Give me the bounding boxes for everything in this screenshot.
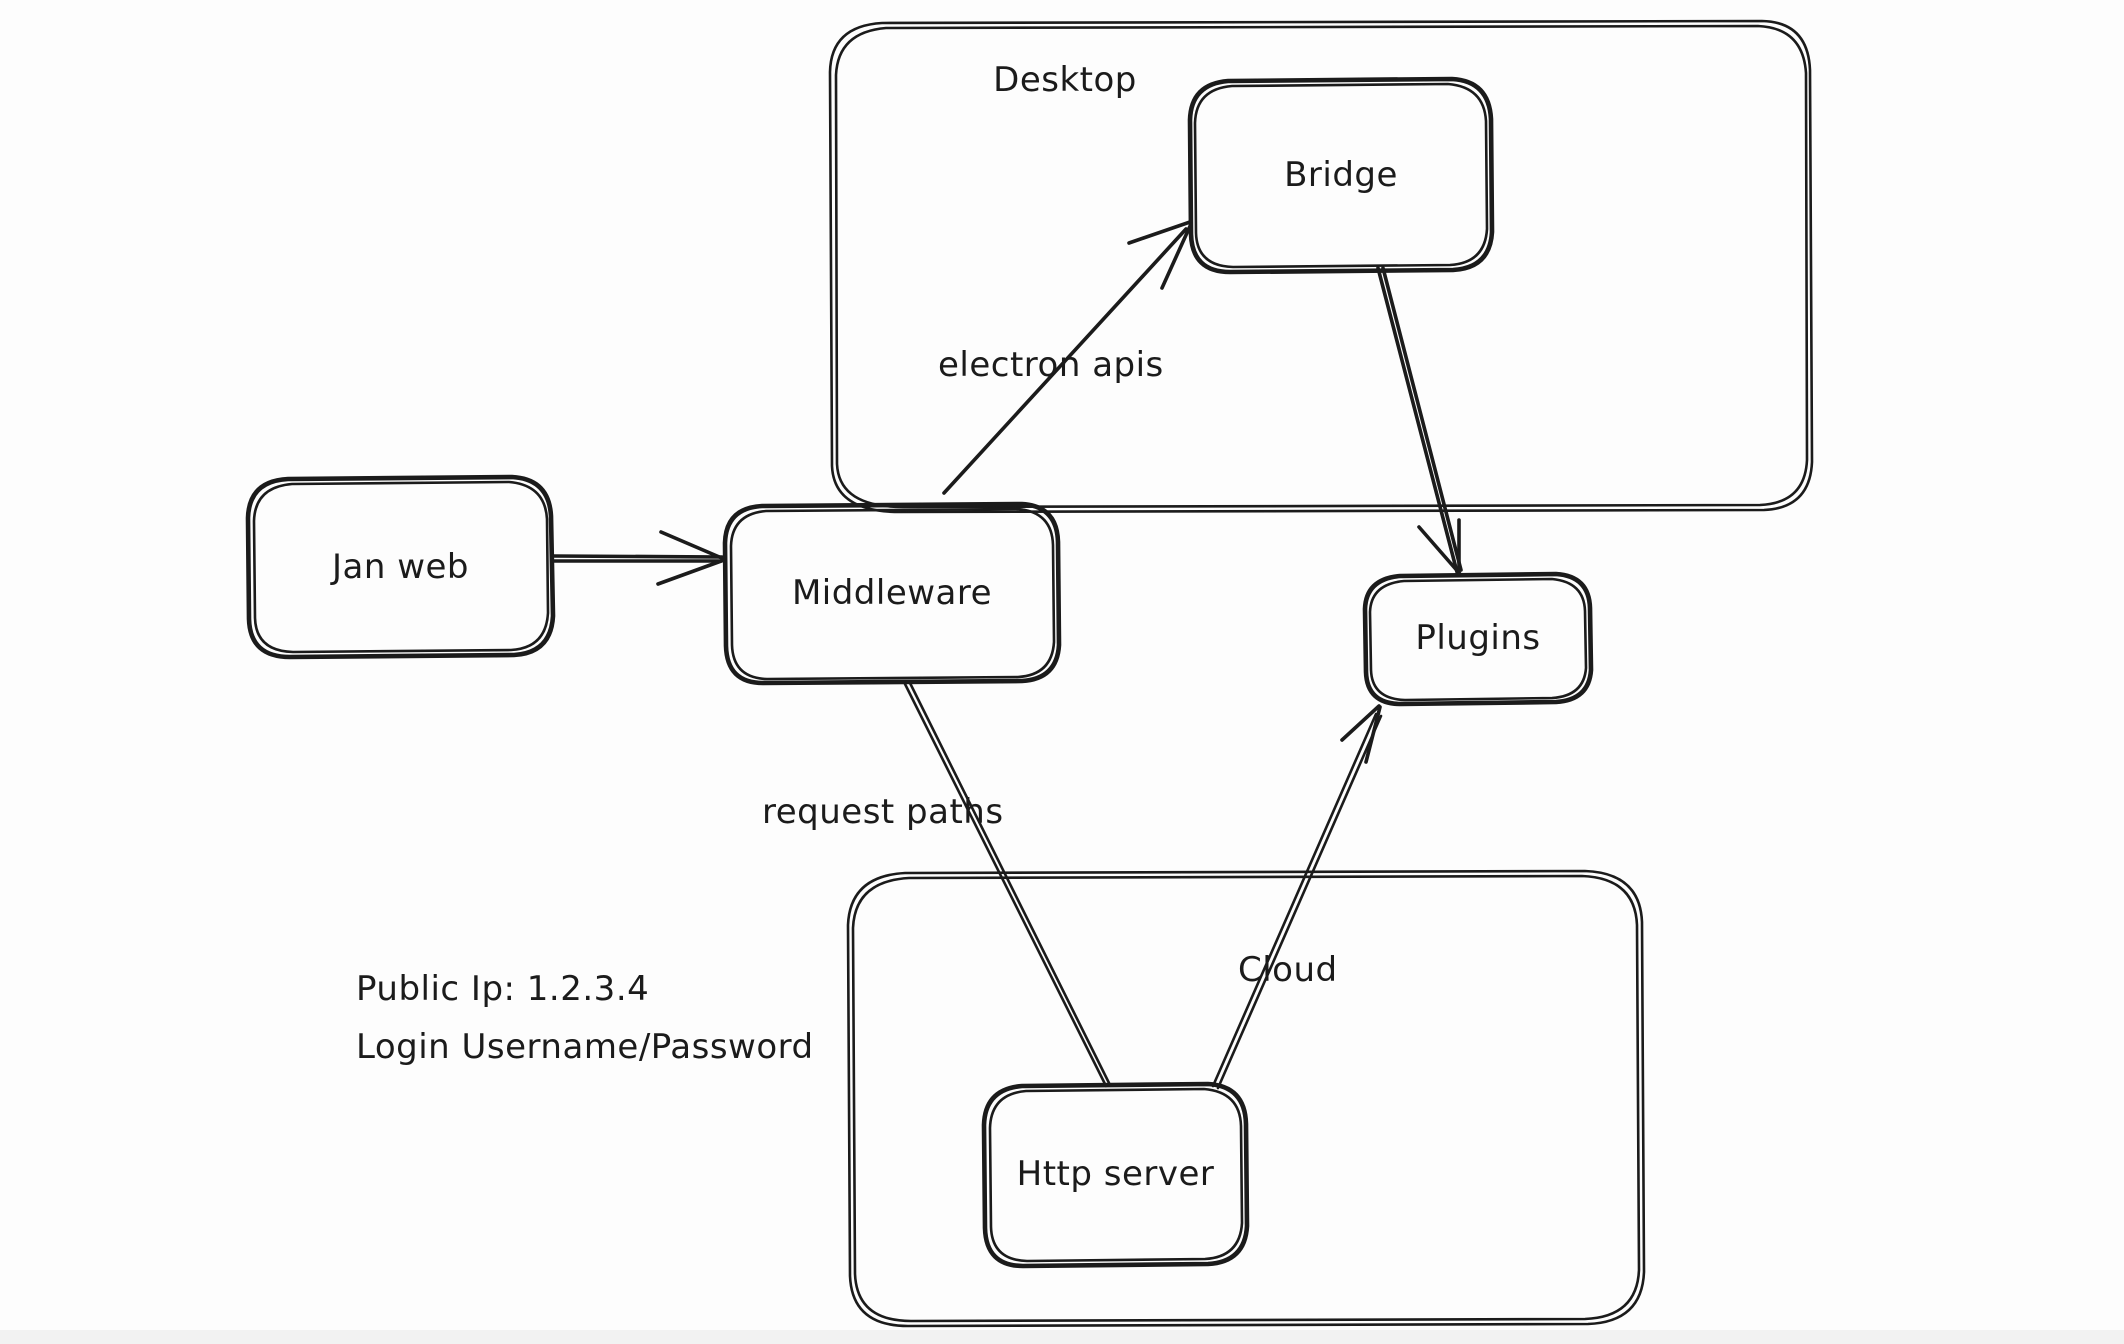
node-bridge[interactable]: Bridge: [1190, 79, 1492, 272]
node-http-server[interactable]: Http server: [984, 1084, 1247, 1266]
edge-middleware-to-http-server: [903, 681, 1112, 1088]
node-jan-web[interactable]: Jan web: [248, 478, 553, 657]
node-label-plugins: Plugins: [1415, 618, 1541, 659]
node-outline-jan-web: [245, 474, 556, 660]
group-cloud-outline: [846, 869, 1646, 1328]
node-label-bridge: Bridge: [1284, 154, 1398, 195]
edge-label-cloud: Cloud: [1238, 950, 1338, 990]
edge-bridge-to-plugins: [1376, 266, 1463, 576]
node-outline-plugins: [1362, 571, 1594, 707]
note-login-credentials: Login Username/Password: [356, 1027, 814, 1067]
bottom-strip: [0, 1330, 2124, 1344]
node-label-http-server: Http server: [1016, 1154, 1215, 1195]
node-label-middleware: Middleware: [791, 572, 993, 613]
node-outline-middleware: [722, 501, 1062, 686]
edge-janweb-to-middleware: [551, 530, 726, 586]
edge-label-request-paths: request paths: [762, 792, 1004, 832]
node-outline-http-server: [981, 1081, 1250, 1269]
node-label-jan-web: Jan web: [331, 546, 470, 587]
node-middleware[interactable]: Middleware: [725, 504, 1059, 683]
node-plugins[interactable]: Plugins: [1365, 574, 1591, 704]
edge-middleware-to-bridge: [942, 220, 1193, 495]
edge-http-server-to-plugins: [1211, 704, 1383, 1090]
edge-label-electron-apis: electron apis: [938, 345, 1164, 385]
note-public-ip: Public Ip: 1.2.3.4: [356, 969, 650, 1009]
group-desktop-outline: [828, 19, 1814, 514]
group-label-desktop: Desktop: [993, 60, 1137, 100]
node-outline-bridge: [1187, 76, 1495, 275]
